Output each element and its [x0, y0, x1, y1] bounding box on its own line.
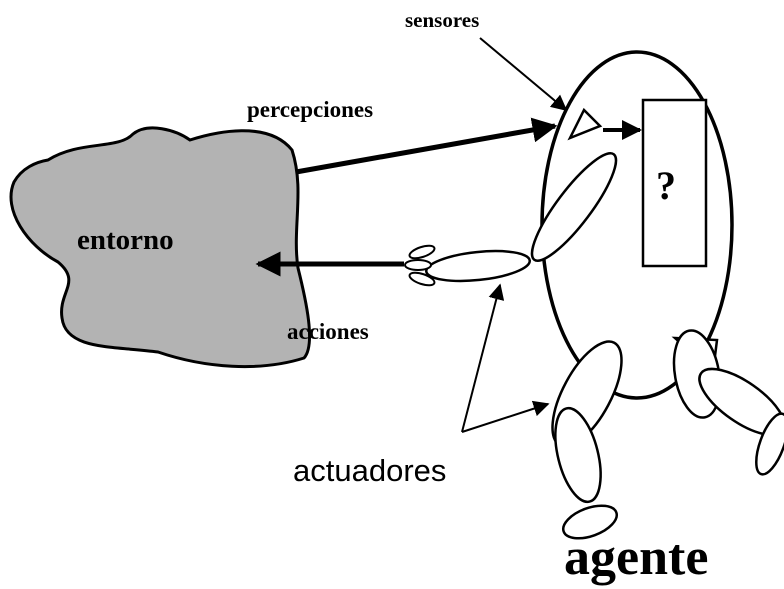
percepts-arrow	[295, 117, 558, 175]
agent-label: agente	[564, 529, 709, 586]
right-leg	[671, 329, 784, 476]
environment-label: entorno	[77, 224, 174, 256]
sensors-label: sensores	[405, 8, 480, 32]
environment-cloud	[9, 126, 312, 369]
sensors-pointer	[479, 37, 568, 112]
actuators-pointer-arm	[461, 283, 505, 433]
percepts-label: percepciones	[247, 97, 374, 122]
upper-arm	[530, 152, 618, 262]
hand-icon	[404, 244, 436, 287]
sensor-icon	[567, 107, 603, 141]
forearm	[425, 249, 531, 283]
decision-box	[641, 98, 708, 268]
left-leg	[551, 340, 623, 540]
actuators-pointer-leg	[461, 400, 550, 433]
actions-label: acciones	[287, 319, 369, 344]
actuators-label: actuadores	[293, 453, 447, 488]
unknown-symbol: ?	[656, 163, 676, 208]
